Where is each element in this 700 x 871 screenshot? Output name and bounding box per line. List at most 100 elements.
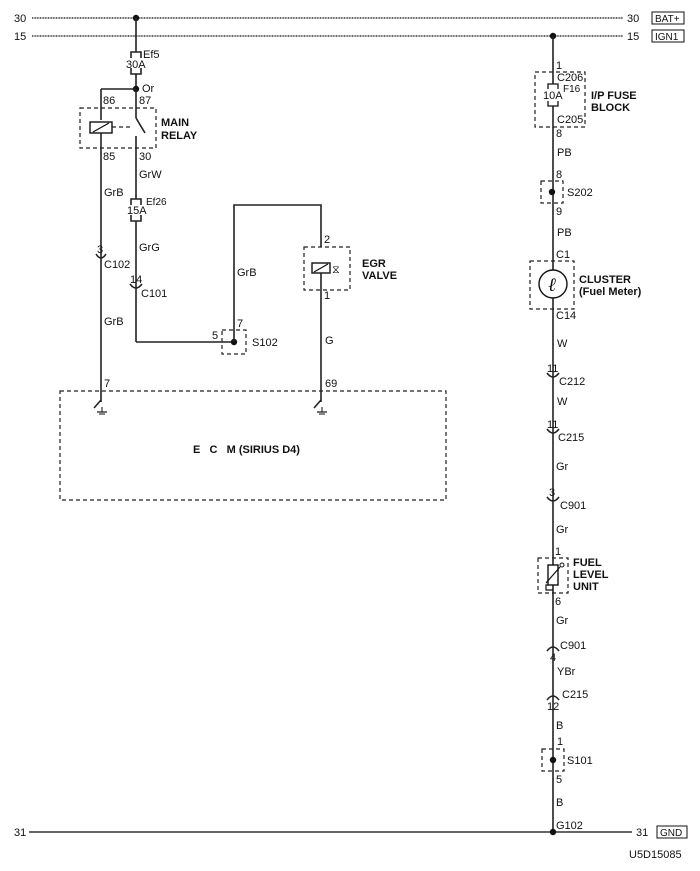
egr-pin-bottom: 1 — [324, 290, 330, 302]
fuse-f16-icon — [547, 83, 559, 107]
egr-title-line2: VALVE — [362, 270, 397, 282]
fuse-ef26-rating: 15A — [127, 205, 147, 217]
ign-tag-box — [651, 29, 685, 43]
c101-name: C101 — [141, 288, 167, 300]
relay-title-line2: RELAY — [161, 130, 198, 142]
ip-fuse-block: 1 C206 F16 10A C205 I/P FUSE BLOCK 8 — [534, 60, 637, 140]
s101-pin-top: 1 — [557, 736, 563, 748]
connector-c212: 11 C212 — [546, 363, 585, 388]
bus-30-bat: 30 30 BAT+ — [14, 11, 685, 25]
wire-grb-s102-to-egr — [233, 204, 322, 342]
fuse-f16-name: F16 — [563, 84, 581, 95]
c215-bottom-name: C215 — [562, 689, 588, 701]
wire-grb-top-label: GrB — [104, 187, 124, 199]
wire-g-label: G — [325, 335, 334, 347]
fuel-unit-title-line2: LEVEL — [573, 569, 609, 581]
gauge-glyph: ℓ — [548, 275, 556, 296]
relay-pin-85: 85 — [103, 151, 115, 163]
fuse-ef26-name: Ef26 — [146, 197, 167, 208]
ecm-pin-69: 69 — [325, 378, 337, 390]
cluster-conn-top: C1 — [556, 249, 570, 261]
fuel-unit-title-line1: FUEL — [573, 557, 602, 569]
fuse-block-pin-top: 1 — [556, 60, 562, 72]
relay-pin-86: 86 — [103, 95, 115, 107]
bat-tag-box — [651, 11, 685, 25]
gnd-tag: GND — [660, 828, 682, 839]
c101-pin: 14 — [130, 274, 142, 286]
fuel-unit-title-line3: UNIT — [573, 581, 599, 593]
splice-s202: 8 S202 9 — [540, 169, 593, 218]
main-relay: 86 87 MAIN RELAY 85 30 — [79, 95, 198, 163]
c102-pin: 3 — [97, 244, 103, 256]
fuse-block-conn-top: C206 — [557, 72, 583, 84]
s202-pin-bottom: 9 — [556, 206, 562, 218]
s101-name: S101 — [567, 755, 593, 767]
s102-pin-left: 5 — [212, 330, 218, 342]
bus-15-right-label: 15 — [627, 31, 639, 43]
ecm-module: 7 69 E C M (SIRIUS D4) — [59, 378, 447, 501]
cluster-title-line2: (Fuel Meter) — [579, 286, 642, 298]
c215-top-pin: 11 — [547, 419, 558, 431]
wire-b-2-label: B — [556, 797, 563, 809]
s101-pin-bottom: 5 — [556, 774, 562, 786]
fuse-block-conn-bottom: C205 — [557, 114, 583, 126]
fuse-block-title-line2: BLOCK — [591, 102, 630, 114]
connector-c101: 14 C101 — [129, 274, 167, 300]
bus-31-gnd: 31 31 GND — [14, 825, 688, 839]
c901-bottom-name: C901 — [560, 640, 586, 652]
bus-31-right-label: 31 — [636, 827, 648, 839]
c901-top-name: C901 — [560, 500, 586, 512]
wire-gr-2-label: Gr — [556, 524, 569, 536]
wire-gr-1-label: Gr — [556, 461, 569, 473]
wire-grb-mid-label: GrB — [237, 267, 257, 279]
wire-grb-bottom-label: GrB — [104, 316, 124, 328]
fuel-gauge-icon — [538, 269, 568, 299]
s102-name: S102 — [252, 337, 278, 349]
c215-top-name: C215 — [558, 432, 584, 444]
connector-c901-top: 3 C901 — [546, 487, 586, 512]
wire-grg-label: GrG — [139, 242, 160, 254]
ground-splice-dot — [549, 828, 557, 836]
connector-c102: 3 C102 — [95, 244, 130, 271]
connector-c901-bottom: C901 4 — [546, 640, 586, 664]
bat-tag: BAT+ — [655, 14, 680, 25]
egr-valve: 2 ⧖ EGR VALVE 1 — [303, 234, 397, 302]
c901-bottom-pin: 4 — [550, 652, 556, 664]
splice-s101: 1 S101 5 — [541, 736, 593, 786]
egr-pin-top: 2 — [324, 234, 330, 246]
c102-name: C102 — [104, 259, 130, 271]
gnd-tag-box — [656, 825, 688, 839]
connector-c215-bottom: C215 12 — [546, 689, 588, 713]
wire-w-1-label: W — [557, 338, 568, 350]
c212-name: C212 — [559, 376, 585, 388]
diagram-id: U5D15085 — [629, 849, 682, 861]
cluster-conn-bottom: C14 — [556, 310, 576, 322]
ecm-pin-7: 7 — [104, 378, 110, 390]
relay-switch-contact — [135, 117, 146, 134]
bus-30-left-label: 30 — [14, 13, 26, 25]
wire-or-label: Or — [142, 83, 155, 95]
fuse-f16-rating: 10A — [543, 90, 563, 102]
splice-s102: 5 7 S102 — [212, 318, 278, 355]
ground-g102-label: G102 — [556, 820, 583, 832]
wire-w-2-label: W — [557, 396, 568, 408]
wire-ybr-label: YBr — [557, 666, 576, 678]
fuel-unit-pin-top: 1 — [555, 546, 561, 558]
cluster-title-line1: CLUSTER — [579, 274, 631, 286]
ign-tag: IGN1 — [655, 32, 679, 43]
wire-grw-label: GrW — [139, 169, 162, 181]
fuse-ef26: Ef26 15A — [127, 197, 167, 222]
wire-b-1-label: B — [556, 720, 563, 732]
bus-30-right-label: 30 — [627, 13, 639, 25]
c901-top-pin: 3 — [549, 487, 555, 499]
wire-pb-1-label: PB — [557, 147, 572, 159]
bus-15-left-label: 15 — [14, 31, 26, 43]
fuse-block-pin-bottom: 8 — [556, 128, 562, 140]
c215-bottom-pin: 12 — [547, 701, 559, 713]
fuel-level-unit: 1 FUEL LEVEL UNIT 6 — [537, 546, 609, 608]
fuel-unit-pin-bottom: 6 — [555, 596, 561, 608]
wire-gr-3-label: Gr — [556, 615, 569, 627]
fuse-block-title-line1: I/P FUSE — [591, 90, 637, 102]
s202-pin-top: 8 — [556, 169, 562, 181]
